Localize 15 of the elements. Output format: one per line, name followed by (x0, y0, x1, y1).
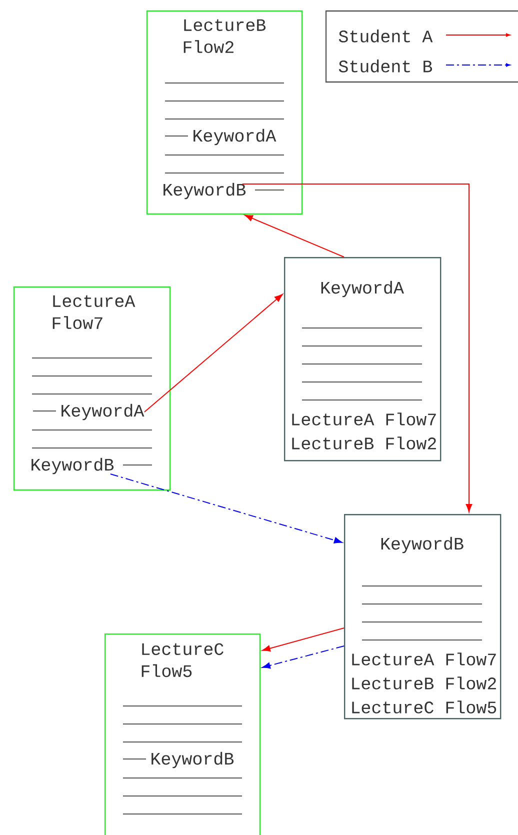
index-card: KeywordB LectureA Flow7 LectureB Flow2 LectureC Flow5 (344, 514, 502, 720)
arrow (242, 184, 472, 512)
keyword-text: KeywordA (32, 404, 144, 420)
arrow (110, 474, 342, 544)
legend-label: Student B (338, 60, 432, 72)
legend-label: Student A (338, 30, 433, 42)
arrow (262, 628, 344, 652)
keyword-text: KeywordA (164, 128, 276, 146)
arrow (262, 646, 344, 669)
keyword-text: KeywordB (32, 458, 152, 474)
arrow (244, 214, 344, 258)
arrow (144, 294, 283, 412)
keyword-text: KeywordB (164, 182, 284, 200)
keyword-text: KeywordB (122, 752, 234, 768)
index-card: KeywordA LectureA Flow7 LectureB Flow2 (284, 257, 442, 462)
